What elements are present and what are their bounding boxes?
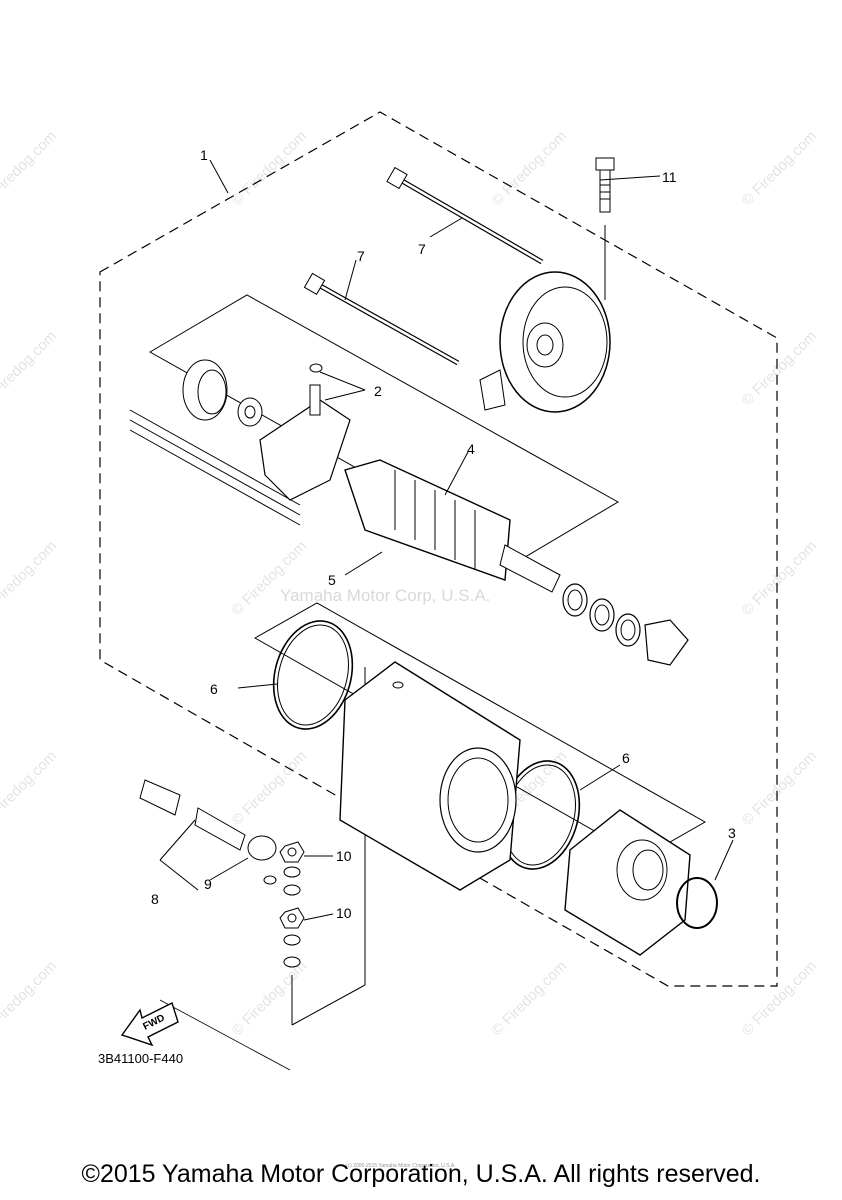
callout-11: 11 xyxy=(662,169,677,185)
callout-6: 6 xyxy=(622,750,630,766)
through-bolt-lower xyxy=(303,272,460,366)
callout-4: 4 xyxy=(467,441,475,457)
callout-7: 7 xyxy=(418,241,426,257)
front-end-cover xyxy=(564,809,691,956)
washer-set xyxy=(562,583,689,666)
assembly-boundary xyxy=(99,111,778,987)
callout-8: 8 xyxy=(151,891,159,907)
leader-lines xyxy=(159,159,734,921)
nut-washer-stack xyxy=(279,841,305,968)
part-code: 3B41100-F440 xyxy=(98,1051,183,1066)
mounting-bolt xyxy=(595,157,615,300)
copyright-footer: ©2015 Yamaha Motor Corporation, U.S.A. A… xyxy=(81,1160,761,1188)
brush-holder xyxy=(182,359,351,501)
callout-10: 10 xyxy=(336,905,352,921)
armature xyxy=(344,459,561,593)
lead-wire xyxy=(139,779,277,885)
callout-1: 1 xyxy=(200,147,208,163)
callout-9: 9 xyxy=(204,876,212,892)
motor-yoke xyxy=(339,661,521,891)
callout-3: 3 xyxy=(728,825,736,841)
callout-7: 7 xyxy=(357,248,365,264)
o-ring-front xyxy=(272,620,354,730)
callout-5: 5 xyxy=(328,572,336,588)
fine-print: (c) 2000-2015 Yamaha Motor Corporation, … xyxy=(346,1163,456,1169)
callout-10: 10 xyxy=(336,848,352,864)
center-watermark: Yamaha Motor Corp, U.S.A. xyxy=(280,586,491,605)
callout-6: 6 xyxy=(210,681,218,697)
through-bolt-upper xyxy=(386,166,544,265)
callout-2: 2 xyxy=(374,383,382,399)
o-ring-small xyxy=(676,877,718,929)
fwd-arrow-icon: FWD xyxy=(120,1002,179,1047)
rear-end-cover xyxy=(479,271,611,413)
